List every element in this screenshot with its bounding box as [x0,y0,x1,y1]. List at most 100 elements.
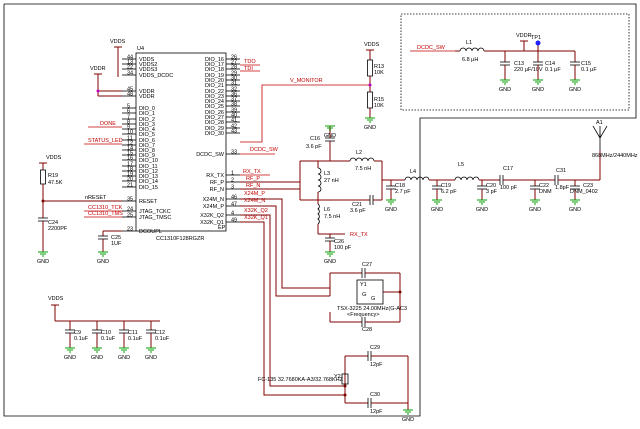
u4-pin-number: 21 [127,183,133,189]
c9-ref: C9 [74,330,81,336]
ground-label: GND [64,355,76,361]
u4-pin-number: 7 [127,115,130,121]
u4-pin-number: 34 [127,71,133,77]
u4-pin-number: 12 [127,141,133,147]
c9-value: 0.1uF [74,336,89,342]
u4-pin-number: 30 [231,76,237,82]
c16-value: 3.6 pF [306,144,322,150]
r15-resistor [367,91,373,109]
net-x32k-q2-u4: X32K_Q2 [244,208,268,214]
l6-inductor [317,203,320,225]
u4-pin-number: 8 [127,120,130,126]
l6-value: 7.5 nH [324,214,340,220]
u4-ref: U4 [137,46,144,52]
vddr-label-block: VDDR [516,33,532,39]
net-tdo: TDO [244,59,256,65]
c14-capacitor [533,51,543,80]
u4-pin-name: DIO_28 [205,120,224,126]
net-v-monitor: V_MONITOR [290,78,323,84]
c27-ref: C27 [362,262,372,268]
net-tdi: TDI [244,66,253,72]
x32k-q2-wire [240,214,345,387]
u4-pin-name: X24M_N [203,197,224,203]
c11-value: 0.1uF [128,336,143,342]
u4-part-number: CC1310F128RGZR [156,236,204,242]
vdds-label-u4: VDDS [110,39,126,45]
c20-capacitor [477,180,487,200]
c13-capacitor [500,51,510,80]
u4-pin-name: DIO_22 [205,89,224,95]
u4-pin-name: DIO_10 [139,158,158,164]
vdds-label-decoupling: VDDS [48,296,64,302]
ground-label: GND [569,207,581,213]
r15-value: 10K [374,103,384,109]
y2-crystal [341,373,349,385]
u4-pin-name: X32K_Q2 [200,213,224,219]
u4-pin-number: 43 [231,129,237,135]
u4-pin-name: DIO_26 [205,110,224,116]
r13-value: 10K [374,70,384,76]
u4-pin-name: DIO_21 [205,83,224,89]
c19-capacitor [432,180,442,200]
u4-pin-name: RESET [139,199,158,205]
ground-label: GND [529,207,541,213]
c24-ref: C24 [48,220,58,226]
u4-pin-name: DIO_14 [139,179,158,185]
u4-pin-number: 23 [127,227,133,233]
r19-resistor [40,169,46,185]
u4-pin-number: 19 [127,172,133,178]
c15-capacitor [570,51,580,80]
u4-pin-name: VDDS2 [139,62,157,68]
c18-ref: C18 [395,183,405,189]
u4-pin-number: 49 [231,218,237,224]
l3-inductor [317,167,322,193]
u4-pin-name: DIO_1 [139,111,155,117]
x32k-q1-wire [240,221,345,396]
u4-pin-number: 9 [127,125,130,131]
ground-label: GND [431,207,443,213]
u4-pin-number: 20 [127,177,133,183]
u4-pin-name: DIO_8 [139,148,155,154]
net-x32k-q1-u4: X32K_Q1 [244,215,268,221]
u4-pin-name: VDDS [139,57,155,63]
u4-pin-number: 27 [231,60,237,66]
u4-ep-label: EP [218,225,226,231]
u4-pin-number: 2 [231,178,234,184]
c13-value: 220 µF/10V [514,67,543,73]
vdds-label-r19: VDDS [46,155,62,161]
y1-value: TSX-3225 24.00MHz(G-AC3 [337,306,407,312]
u4-pin-name: VDDS3 [139,67,157,73]
net-rx-tx-u4: RX_TX [243,169,261,175]
c21-value: 3.6 pF [350,208,366,214]
y2-value: FC-135 32.7680KA-A3/32.768KHZ [258,377,344,383]
l1-ref: L1 [466,40,472,46]
c24-value: 2200PF [48,226,68,232]
c14-ref: C14 [545,61,555,67]
c15-value: 0.1 µF [581,67,597,73]
u4-pin-number: 24 [127,207,133,213]
u4-pin-name: DIO_13 [139,174,158,180]
c29-value: 12pF [370,362,383,368]
ground-label: GND [476,207,488,213]
net-cc1310-tck: CC1310_TCK [88,205,123,211]
ground-label: GND [91,355,103,361]
u4-pin-number: 33 [231,150,237,156]
net-rf-n-u4: RF_N [246,183,260,189]
vddr-label-u4: VDDR [90,66,106,72]
l1-value: 6.8 µH [462,57,478,63]
c11-ref: C11 [128,330,138,336]
u4-pin-number: 38 [231,102,237,108]
u4-pin-number: 32 [231,87,237,93]
u4-pin-name: VDDR [139,94,155,100]
u4-pin-name: DIO_11 [139,164,158,170]
c26-value: 100 pF [334,245,352,251]
r15-ref: R15 [374,97,384,103]
net-cc1310-tms: CC1310_TMS [88,211,123,217]
x24m-n-wire [240,205,330,297]
c22-capacitor [530,180,540,200]
c31-value: 1.8pF [555,185,570,191]
